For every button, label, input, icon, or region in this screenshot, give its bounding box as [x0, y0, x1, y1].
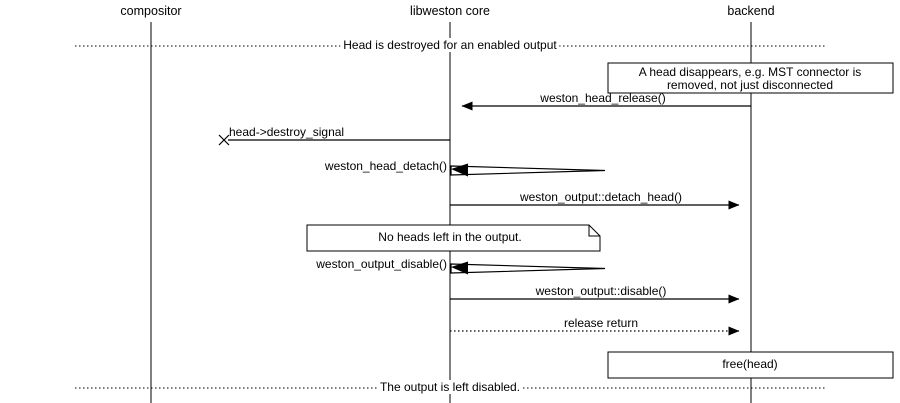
participant-label-libweston-core[interactable]: libweston core	[410, 4, 490, 18]
divider-bottom-text: The output is left disabled.	[376, 380, 524, 394]
note-label-head-disappears: A head disappears, e.g. MST connector is…	[609, 66, 892, 92]
message-label-weston-output-disable: weston_output::disable()	[535, 284, 667, 298]
note-box-head-disappears	[607, 62, 894, 94]
message-arrow-weston-output-disable-call	[450, 261, 606, 275]
message-label-weston-head-release: weston_head_release()	[540, 91, 666, 105]
message-arrow-head-destroy-signal	[218, 134, 450, 146]
message-label-release-return: release return	[563, 316, 639, 330]
message-arrow-weston-head-detach	[450, 163, 606, 177]
note-box-free-head	[607, 351, 894, 379]
message-label-weston-head-detach: weston_head_detach()	[324, 159, 447, 173]
divider-top-text: Head is destroyed for an enabled output	[340, 38, 560, 52]
message-label-weston-output-disable-call: weston_output_disable()	[316, 257, 447, 271]
divider-label-bottom: The output is left disabled.	[376, 380, 524, 394]
note-line-2: removed, not just disconnected	[666, 78, 834, 92]
participant-label-backend[interactable]: backend	[727, 4, 775, 18]
note-box-no-heads-left	[306, 224, 601, 252]
message-label-weston-output-detach-head: weston_output::detach_head()	[519, 190, 683, 204]
note-label-free-head: free(head)	[722, 357, 778, 371]
note-label-no-heads-left: No heads left in the output.	[378, 230, 522, 244]
note-line-1: A head disappears, e.g. MST connector is	[638, 65, 862, 79]
participant-label-compositor[interactable]: compositor	[120, 4, 182, 18]
message-label-head-destroy-signal: head->destroy_signal	[229, 125, 345, 139]
divider-label-top: Head is destroyed for an enabled output	[340, 38, 560, 52]
